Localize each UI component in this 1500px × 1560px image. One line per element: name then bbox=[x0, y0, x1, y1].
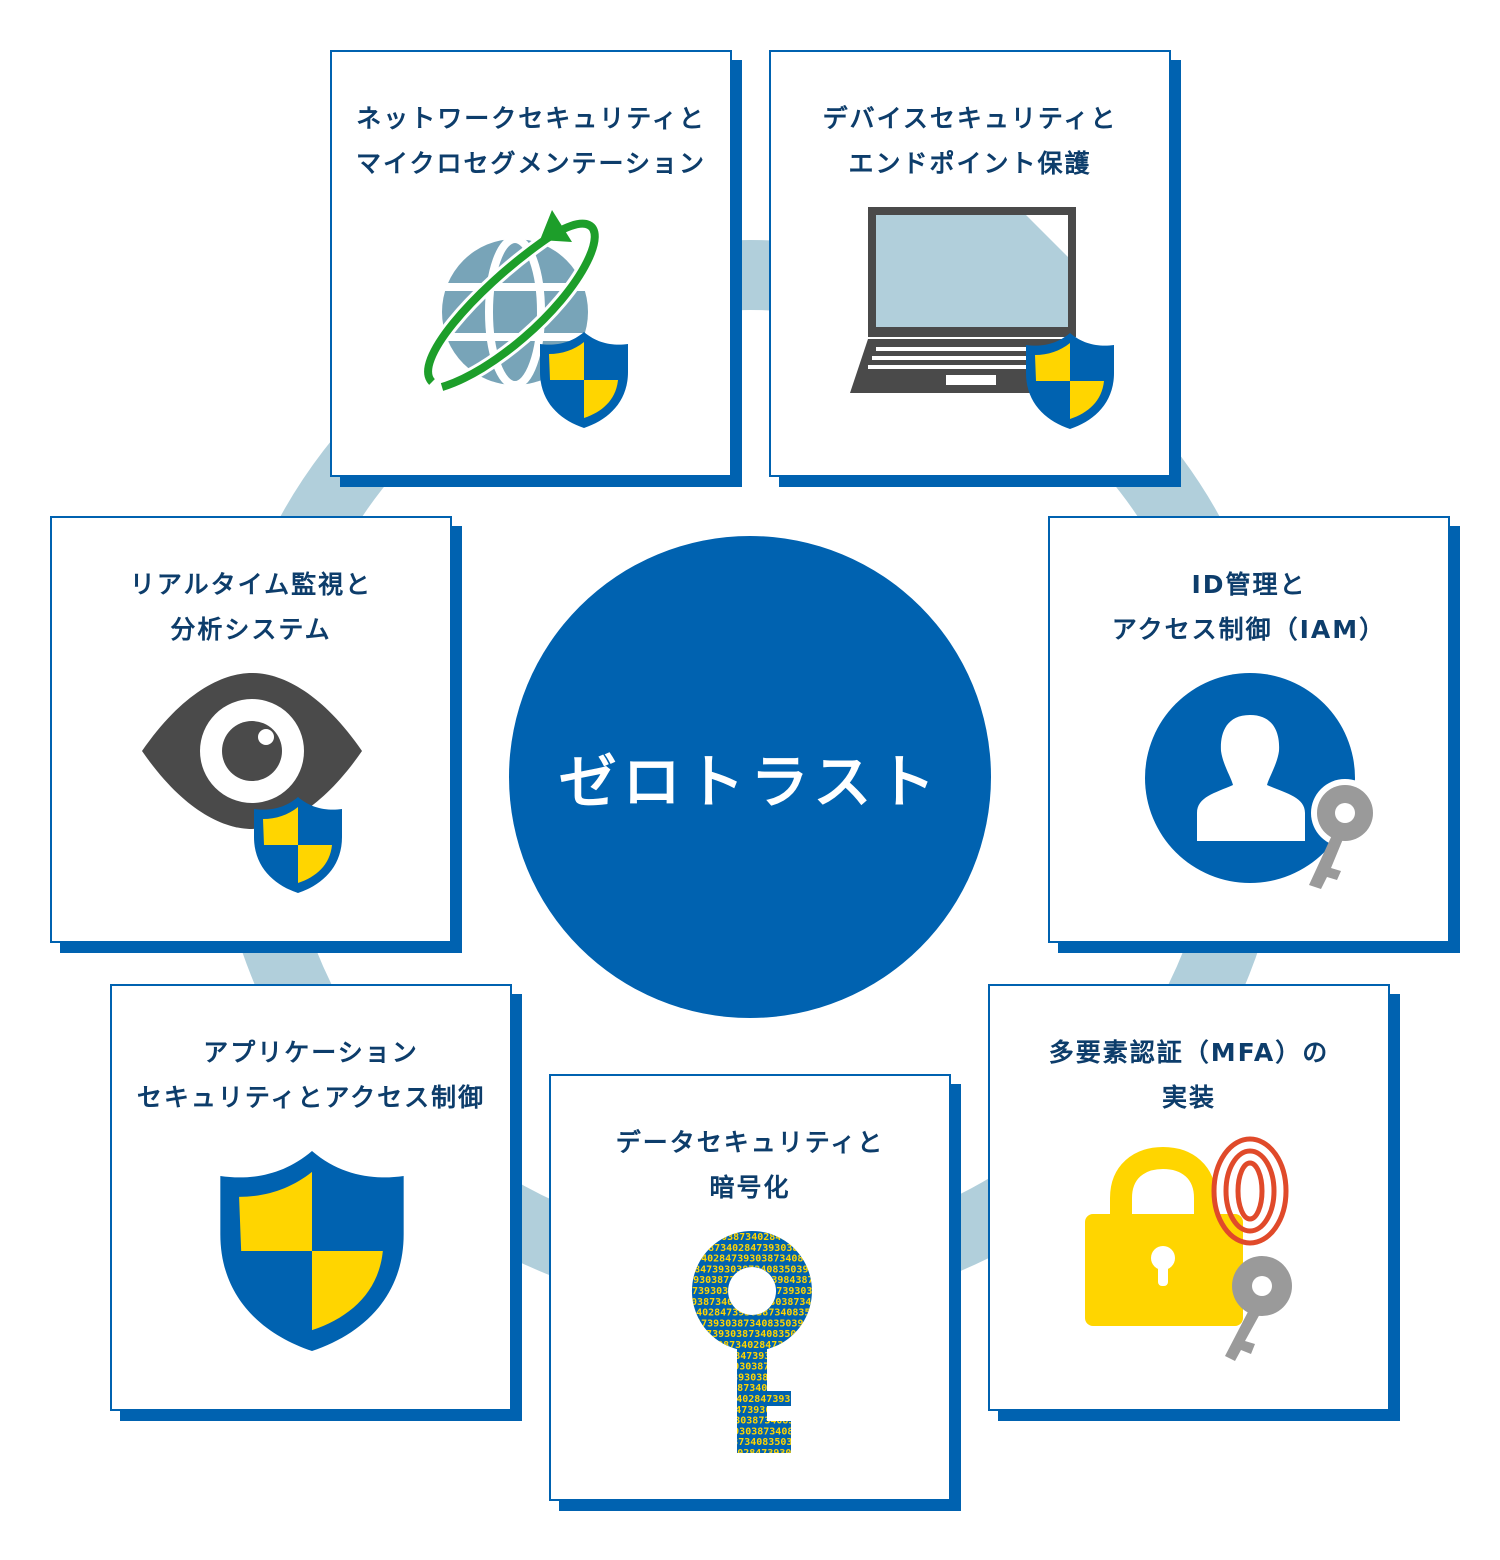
card-title-line2: エンドポイント保護 bbox=[848, 149, 1092, 178]
card-title-line2: 暗号化 bbox=[709, 1173, 791, 1202]
key-digit-row: 2847393038734083503984387340312847393038… bbox=[691, 1437, 813, 1448]
key-digit-row: 9303873402847393038734083503984387340312… bbox=[691, 1405, 813, 1416]
shield-icon bbox=[220, 1151, 404, 1351]
card-title-line1: デバイスセキュリティと bbox=[822, 104, 1118, 133]
eye-shield-icon bbox=[142, 673, 362, 893]
card-iam: ID管理とアクセス制御（IAM） bbox=[1048, 516, 1450, 943]
key-digit-row: 4739303873402847393038734083503984387340… bbox=[691, 1394, 813, 1405]
card-application-security: アプリケーションセキュリティとアクセス制御 bbox=[110, 984, 512, 1411]
card-title-line2: 分析システム bbox=[170, 615, 332, 644]
key-digit-row: 3873402847393038734083503984387340312847… bbox=[691, 1308, 813, 1319]
key-digit-row: 2847393038734083503984387340312847393038… bbox=[691, 1329, 813, 1340]
key-digit-row: 3873402847393038734083503984387340312847… bbox=[691, 1362, 813, 1373]
data-key-icon: 4739303873402847393038734083503984387340… bbox=[691, 1231, 813, 1453]
card-title-line1: リアルタイム監視と bbox=[129, 570, 373, 599]
key-digit-row: 4739303873402847393038734083503984387340… bbox=[691, 1340, 813, 1351]
key-digit-row: 3402847393038734083503984387340312847393… bbox=[691, 1426, 813, 1437]
user-key-icon bbox=[1145, 673, 1379, 889]
lock-fingerprint-key-icon bbox=[1085, 1136, 1292, 1361]
card-realtime-monitoring: リアルタイム監視と分析システム bbox=[50, 516, 452, 943]
card-network-security: ネットワークセキュリティとマイクロセグメンテーション bbox=[330, 50, 732, 477]
card-title-line1: 多要素認証（MFA）の bbox=[1048, 1038, 1330, 1067]
key-digit-row: 3402847393038734083503984387340312847393… bbox=[691, 1264, 813, 1275]
card-title-line1: ID管理と bbox=[1191, 570, 1307, 599]
key-digit-row: 9303873402847393038734083503984387340312… bbox=[691, 1351, 813, 1362]
key-digit-row: 2847393038734083503984387340312847393038… bbox=[691, 1275, 813, 1286]
key-digit-row: 9303873402847393038734083503984387340312… bbox=[691, 1297, 813, 1308]
card-title-line1: ネットワークセキュリティと bbox=[356, 104, 706, 133]
key-digit-row: 3402847393038734083503984387340312847393… bbox=[691, 1318, 813, 1329]
key-digit-row: 2847393038734083503984387340312847393038… bbox=[691, 1383, 813, 1394]
card-title-line1: アプリケーション bbox=[203, 1038, 419, 1067]
card-title-line2: セキュリティとアクセス制御 bbox=[136, 1083, 486, 1112]
key-digit-row: 4739303873402847393038734083503984387340… bbox=[691, 1232, 813, 1243]
center-label: ゼロトラスト bbox=[558, 748, 942, 816]
card-device-security: デバイスセキュリティとエンドポイント保護 bbox=[769, 50, 1171, 477]
key-digit-row: 4739303873402847393038734083503984387340… bbox=[691, 1286, 813, 1297]
card-mfa: 多要素認証（MFA）の実装 bbox=[988, 984, 1390, 1411]
key-digit-row: 3873402847393038734083503984387340312847… bbox=[691, 1416, 813, 1427]
key-digit-row: 4739303873402847393038734083503984387340… bbox=[691, 1448, 813, 1453]
card-title-line2: 実装 bbox=[1161, 1083, 1216, 1112]
globe-shield-icon bbox=[421, 210, 628, 428]
zero-trust-circle: ゼロトラスト bbox=[509, 536, 991, 1018]
card-title-line2: アクセス制御（IAM） bbox=[1111, 615, 1387, 644]
key-digit-row: 3402847393038734083503984387340312847393… bbox=[691, 1372, 813, 1383]
card-title-line1: データセキュリティと bbox=[615, 1128, 885, 1157]
card-title-line2: マイクロセグメンテーション bbox=[355, 149, 706, 178]
key-digit-row: 9303873402847393038734083503984387340312… bbox=[691, 1243, 813, 1254]
laptop-shield-icon bbox=[850, 207, 1114, 429]
key-digit-row: 3873402847393038734083503984387340312847… bbox=[691, 1254, 813, 1265]
